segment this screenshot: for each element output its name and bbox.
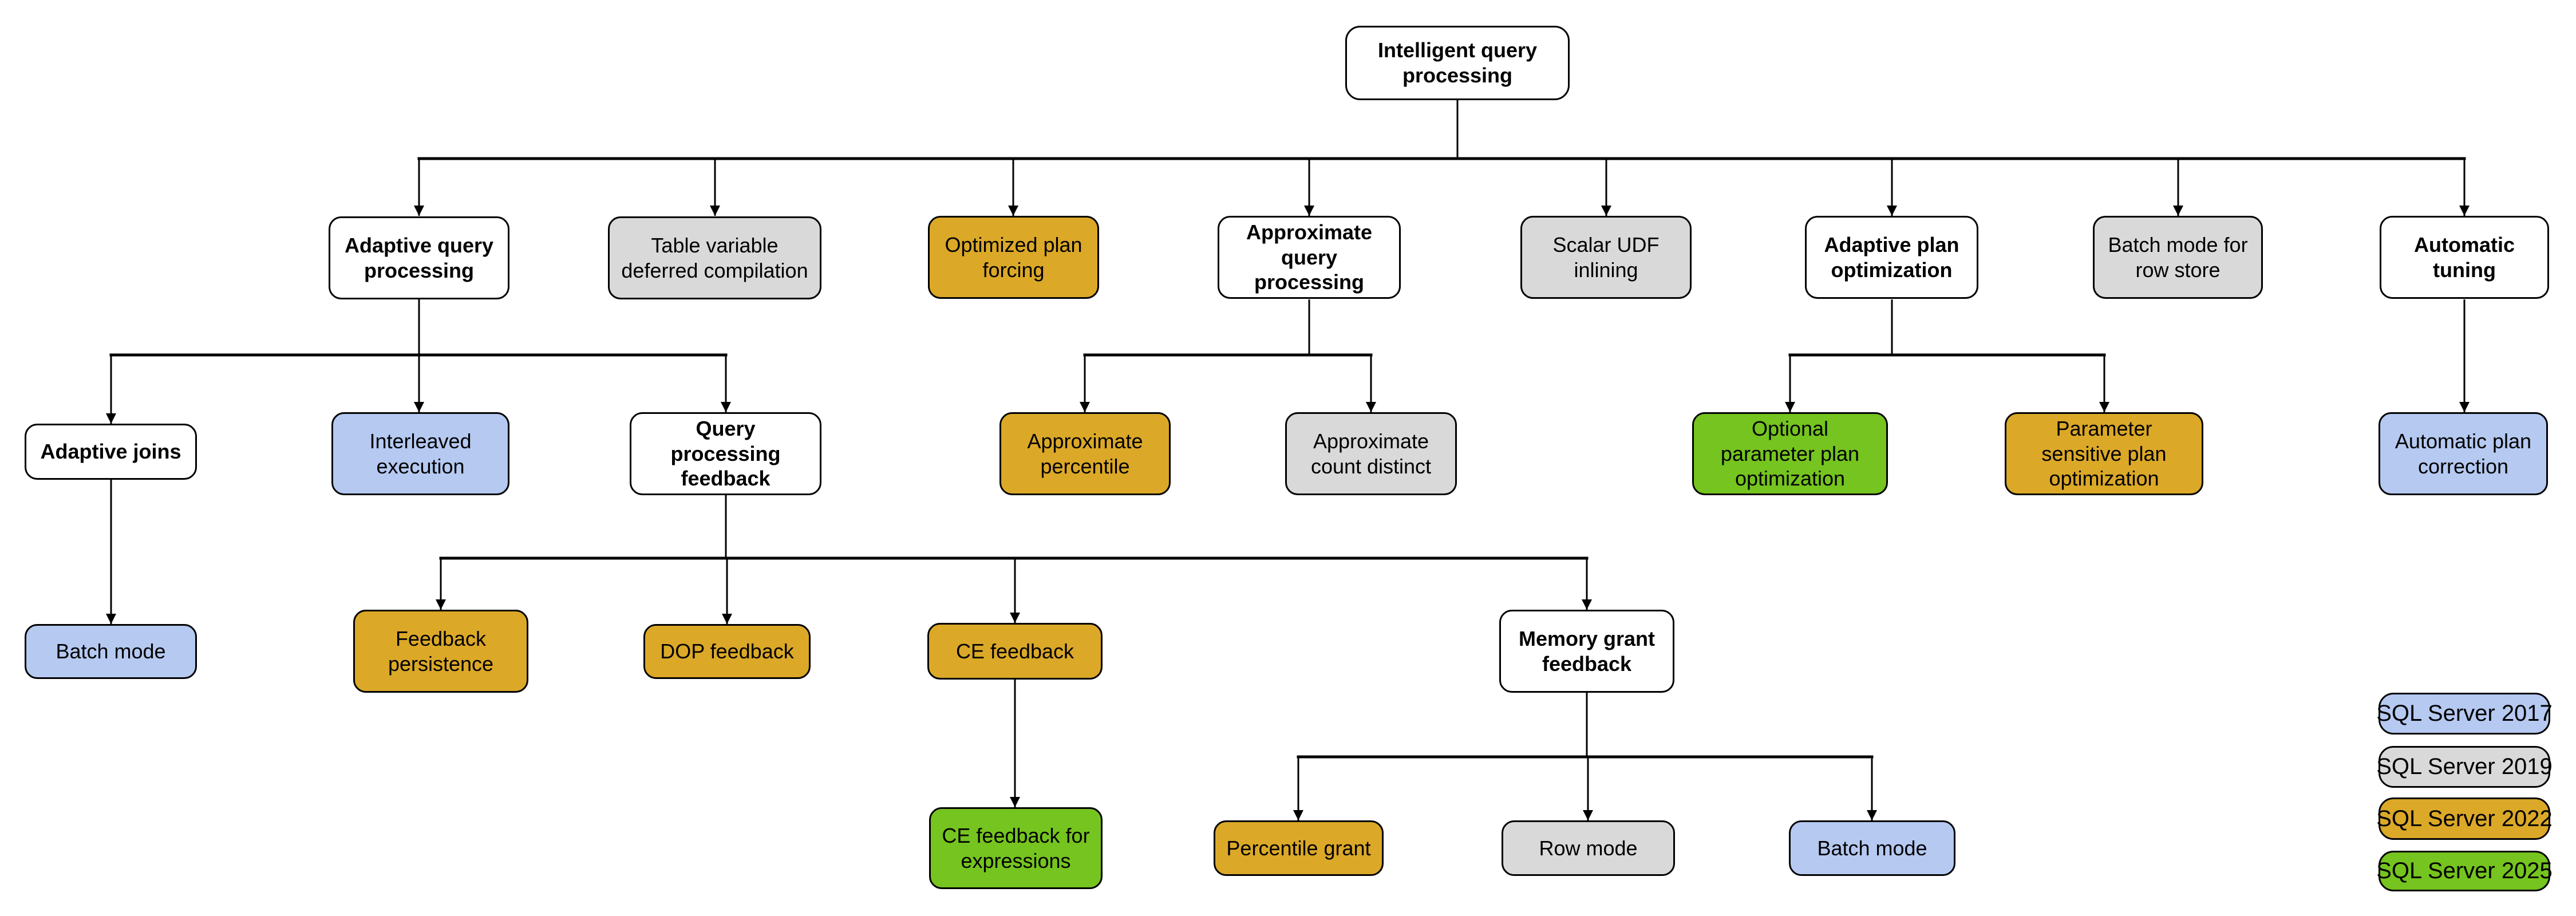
node-adaptive-plan-optimization: Adaptive plan optimization: [1805, 216, 1978, 299]
legend-item-sql-server-2022: SQL Server 2022: [2376, 797, 2553, 840]
node-approximate-query-processing: Approximate query processing: [1218, 216, 1401, 299]
node-optimized-plan-forcing: Optimized plan forcing: [928, 216, 1099, 299]
node-batch-mode-for-row-store: Batch mode for row store: [2093, 216, 2263, 299]
node-adaptive-query-processing: Adaptive query processing: [329, 216, 509, 299]
legend-item-sql-server-2017: SQL Server 2017: [2376, 693, 2553, 735]
node-ce-feedback-for-expressions: CE feedback for expressions: [929, 807, 1103, 889]
node-table-variable-deferred-compilation: Table variable deferred compilation: [608, 216, 821, 299]
node-intelligent-query-processing: Intelligent query processing: [1345, 26, 1570, 100]
node-query-processing-feedback: Query processing feedback: [630, 412, 821, 495]
node-interleaved-execution: Interleaved execution: [331, 412, 509, 495]
node-parameter-sensitive-plan-optimization: Parameter sensitive plan optimization: [2005, 412, 2203, 495]
node-batch-mode-adaptive-joins: Batch mode: [25, 624, 197, 679]
node-dop-feedback: DOP feedback: [643, 624, 811, 679]
node-approximate-percentile: Approximate percentile: [999, 412, 1171, 495]
node-row-mode: Row mode: [1502, 820, 1675, 876]
legend-item-sql-server-2019: SQL Server 2019: [2376, 746, 2553, 788]
node-approximate-count-distinct: Approximate count distinct: [1285, 412, 1457, 495]
legend-item-sql-server-2025: SQL Server 2025: [2376, 851, 2553, 891]
node-automatic-tuning: Automatic tuning: [2380, 216, 2549, 299]
node-memory-grant-feedback: Memory grant feedback: [1499, 610, 1674, 693]
node-percentile-grant: Percentile grant: [1214, 820, 1384, 876]
node-automatic-plan-correction: Automatic plan correction: [2379, 412, 2548, 495]
node-adaptive-joins: Adaptive joins: [25, 424, 197, 480]
node-scalar-udf-inlining: Scalar UDF inlining: [1520, 216, 1692, 299]
node-feedback-persistence: Feedback persistence: [353, 610, 528, 693]
node-ce-feedback: CE feedback: [927, 623, 1103, 680]
node-batch-mode-memory-grant: Batch mode: [1789, 820, 1955, 876]
node-optional-parameter-plan-optimization: Optional parameter plan optimization: [1692, 412, 1888, 495]
